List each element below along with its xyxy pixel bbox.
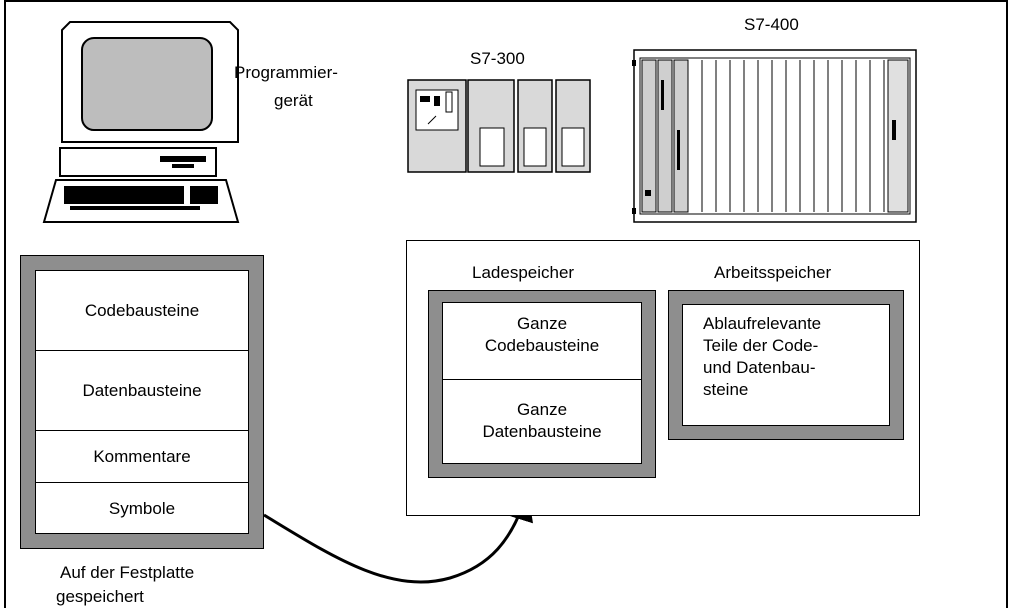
- disk-caption-line2: gespeichert: [56, 587, 144, 606]
- storage-row-symbols: Symbole: [36, 483, 248, 535]
- work-memory-content: Ablaufrelevante Teile der Code- und Date…: [682, 304, 890, 426]
- load-block-divider: [443, 379, 641, 380]
- s7-300-icon: [407, 79, 591, 173]
- s7-400-icon: [632, 49, 917, 223]
- storage-row-code-blocks: Codebausteine: [36, 271, 248, 351]
- storage-row-label: Kommentare: [93, 446, 191, 466]
- s7-400-label: S7-400: [744, 15, 799, 34]
- load-memory-list: Ganze Codebausteine Ganze Datenbausteine: [442, 302, 642, 464]
- storage-row-comments: Kommentare: [36, 431, 248, 483]
- load-memory-title: Ladespeicher: [472, 263, 575, 282]
- storage-row-data-blocks: Datenbausteine: [36, 351, 248, 431]
- programming-device-icon: [42, 21, 240, 223]
- figure-frame: [4, 0, 1008, 608]
- disk-storage-panel: Codebausteine Datenbausteine Kommentare …: [20, 255, 264, 549]
- work-memory-line3: und Datenbau-: [703, 358, 816, 377]
- load-block2-line2: Datenbausteine: [482, 422, 602, 441]
- transfer-arrow-disk-to-load: [263, 490, 534, 584]
- work-memory-line1: Ablaufrelevante: [703, 314, 822, 333]
- load-block1-line1: Ganze: [516, 314, 568, 333]
- disk-storage-list: Codebausteine Datenbausteine Kommentare …: [35, 270, 249, 534]
- programming-device-label-line2: gerät: [274, 91, 313, 110]
- s7-300-label: S7-300: [470, 49, 525, 68]
- work-memory-line2: Teile der Code-: [703, 336, 819, 355]
- storage-row-label: Datenbausteine: [82, 380, 202, 400]
- load-block2-line1: Ganze: [516, 400, 568, 419]
- disk-caption-line1: Auf der Festplatte: [60, 563, 195, 582]
- load-block1-line2: Codebausteine: [484, 336, 600, 355]
- storage-row-label: Codebausteine: [84, 300, 200, 320]
- work-memory-line4: steine: [703, 380, 749, 399]
- work-memory-title: Arbeitsspeicher: [714, 263, 832, 282]
- storage-row-label: Symbole: [108, 499, 176, 518]
- programming-device-label-line1: Programmier-: [234, 63, 338, 82]
